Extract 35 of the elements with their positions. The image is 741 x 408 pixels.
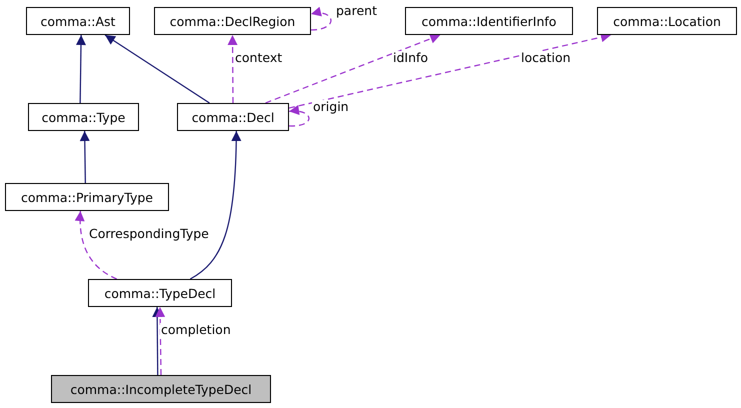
- class-name: comma::DeclRegion: [170, 14, 296, 28]
- edge-label: completion: [160, 323, 232, 337]
- arrow: [104, 34, 210, 104]
- class-name: comma::Ast: [40, 14, 116, 28]
- dashed-arrow: [75, 210, 118, 280]
- class-box: [5, 183, 169, 211]
- edge-label: context: [234, 51, 284, 65]
- class-name: comma::IdentifierInfo: [422, 14, 556, 28]
- class-name: comma::TypeDecl: [104, 286, 216, 300]
- class-name: comma::IncompleteTypeDecl: [70, 382, 252, 396]
- class-box: [51, 375, 271, 403]
- class-box: [88, 279, 232, 307]
- dashed-arrow: [288, 106, 310, 127]
- class-name: comma::Location: [613, 14, 721, 28]
- edge-label: idInfo: [392, 51, 430, 65]
- edge-label: parent: [335, 4, 378, 18]
- edge-label: origin: [312, 100, 350, 114]
- dashed-arrow: [228, 35, 238, 103]
- class-box: [597, 7, 737, 35]
- edge-label: location: [520, 51, 572, 65]
- arrow: [76, 35, 86, 103]
- class-box: [405, 7, 573, 35]
- dashed-arrow: [310, 7, 332, 31]
- arrow: [80, 131, 90, 183]
- dashed-arrow: [265, 34, 440, 104]
- class-box: [177, 103, 289, 131]
- class-box: [154, 7, 311, 35]
- class-name: comma::PrimaryType: [21, 190, 153, 204]
- class-box: [26, 7, 130, 35]
- class-name: comma::Type: [42, 110, 126, 124]
- edge-label: CorrespondingType: [88, 227, 210, 241]
- class-name: comma::Decl: [192, 110, 274, 124]
- class-box: [28, 103, 139, 131]
- dashed-arrow: [155, 307, 166, 375]
- arrow: [190, 130, 242, 280]
